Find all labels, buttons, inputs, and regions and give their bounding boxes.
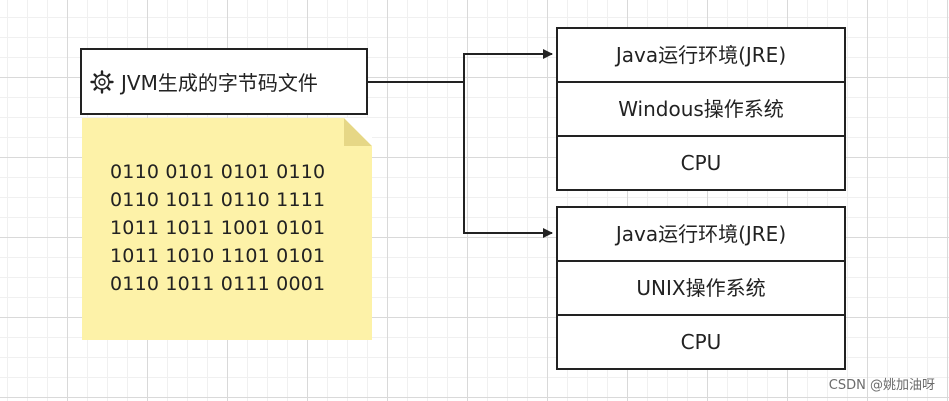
bytecode-line: 0110 0101 0101 0110 [110, 161, 326, 183]
unix-platform-stack: Java运行环境(JRE) UNIX操作系统 CPU [556, 206, 846, 370]
jre-layer: Java运行环境(JRE) [558, 29, 844, 83]
bytecode-line: 0110 1011 0111 0001 [110, 273, 326, 295]
bytecode-file-node: JVM生成的字节码文件 [80, 48, 368, 115]
jre-layer: Java运行环境(JRE) [558, 208, 844, 262]
cpu-layer: CPU [680, 330, 722, 354]
bytecode-file-label: JVM生成的字节码文件 [121, 71, 318, 95]
bytecode-note: 0110 0101 0101 0110 0110 1011 0110 1111 … [82, 118, 372, 340]
bytecode-line: 0110 1011 0110 1111 [110, 189, 326, 211]
connector-to-windows-stack [368, 49, 553, 83]
os-layer: UNIX操作系统 [558, 262, 844, 316]
windows-platform-stack: Java运行环境(JRE) Windous操作系统 CPU [556, 27, 846, 191]
watermark: CSDN @姚加油呀 [828, 378, 935, 393]
gear-icon [90, 69, 114, 94]
cpu-layer: CPU [680, 151, 722, 175]
os-layer: Windous操作系统 [558, 83, 844, 137]
bytecode-line: 1011 1011 1001 0101 [110, 217, 326, 239]
bytecode-line: 1011 1010 1101 0101 [110, 245, 326, 267]
connector-to-unix-stack [463, 82, 553, 238]
bytecode-bits: 0110 0101 0101 0110 0110 1011 0110 1111 … [110, 158, 325, 298]
note-fold-corner [344, 118, 372, 146]
